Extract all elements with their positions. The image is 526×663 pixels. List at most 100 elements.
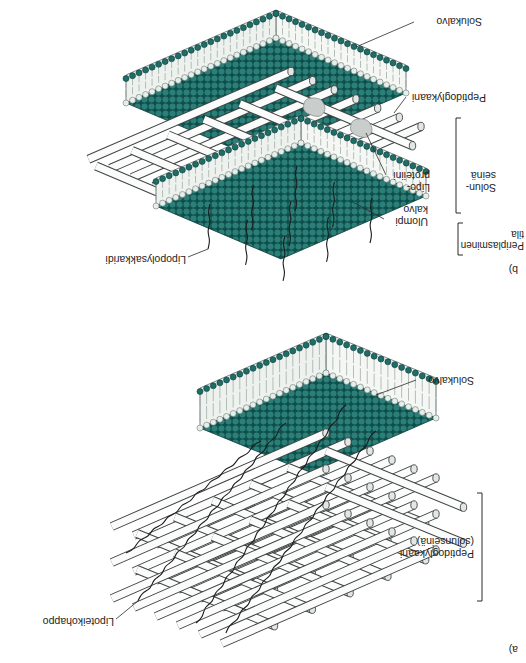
lipid-head <box>227 30 233 36</box>
lipid-head <box>234 27 240 33</box>
lipid-head <box>337 339 343 345</box>
rod-end <box>418 122 424 130</box>
lipid-head <box>311 146 317 152</box>
lipid-head <box>217 416 223 422</box>
lipid-tail <box>346 347 347 375</box>
lipoteichoic-acid <box>138 423 286 601</box>
lipid-tail <box>360 52 361 68</box>
lipid-tail <box>175 175 176 191</box>
lipid-head <box>377 79 383 85</box>
lipid-head <box>226 147 232 153</box>
lipid-tail <box>307 124 308 140</box>
lipid-head <box>186 189 192 195</box>
lipid-head <box>303 342 309 348</box>
lipid-head <box>206 180 212 186</box>
lipid-head <box>299 22 305 28</box>
rod-end <box>411 501 417 509</box>
lipid-tail <box>347 141 348 157</box>
lipid-head <box>273 11 279 17</box>
lipid-tail <box>360 353 361 381</box>
lipid-head <box>232 169 238 175</box>
lipid-tail <box>274 132 275 148</box>
lipid-tail <box>259 368 260 396</box>
lipid-head <box>298 140 304 146</box>
lipid-tail <box>241 147 242 163</box>
lipid-tail <box>326 339 327 367</box>
lipid-head <box>330 373 336 379</box>
lipid-tail <box>276 16 277 32</box>
lipid-head <box>166 197 172 203</box>
lipid-head <box>278 149 284 155</box>
part-label: Solukalvo <box>412 15 482 27</box>
lipid-head <box>265 154 271 160</box>
lipid-tail <box>401 370 402 398</box>
lipid-head <box>237 371 243 377</box>
lipid-head <box>280 38 286 44</box>
head-row <box>197 370 329 431</box>
lipid-head <box>377 173 383 179</box>
lipid-head <box>221 33 227 39</box>
lipid-tail <box>200 394 201 422</box>
lipid-tail <box>320 129 321 145</box>
lipid-head <box>378 356 384 362</box>
rod-end <box>374 104 380 112</box>
rod-end <box>389 528 395 536</box>
lipid-tail <box>248 144 249 160</box>
rod-end <box>353 95 359 103</box>
rod-end <box>389 492 395 500</box>
lipid-head <box>364 143 370 149</box>
lipid-head <box>212 177 218 183</box>
lipid-head <box>263 360 269 366</box>
leader-line <box>356 22 414 47</box>
part-label: Peptidoglykaani <box>396 91 486 103</box>
lipopolysaccharide <box>370 198 372 243</box>
lipid-tail <box>373 152 374 168</box>
lipid-tail <box>239 377 240 405</box>
lipid-head <box>272 127 278 133</box>
lipid-head <box>371 76 377 82</box>
lipid-tail <box>145 73 146 89</box>
lipid-head <box>280 13 286 19</box>
lipid-head <box>318 148 324 154</box>
lipid-head <box>195 69 201 75</box>
lipid-head <box>331 154 337 160</box>
lipid-head <box>323 370 329 376</box>
lipoprotein <box>304 98 325 116</box>
lipopolysaccharide <box>283 236 285 281</box>
lipid-head <box>399 401 405 407</box>
lipid-head <box>204 386 210 392</box>
lipid-tail <box>246 374 247 402</box>
rod-end <box>411 537 417 545</box>
lipid-tail <box>233 380 234 408</box>
lipid-head <box>385 359 391 365</box>
lipid-head <box>291 118 297 124</box>
lipid-head <box>258 157 264 163</box>
lipid-tail <box>132 78 133 94</box>
lipid-tail <box>156 184 157 200</box>
lipid-head <box>397 87 403 93</box>
lipid-tail <box>306 348 307 376</box>
lipid-tail <box>408 373 409 401</box>
lipid-tail <box>256 24 257 40</box>
lipid-tail <box>302 27 303 43</box>
lipid-head <box>384 176 390 182</box>
lipid-tail <box>208 161 209 177</box>
rod-end <box>345 510 351 518</box>
lipid-head <box>344 135 350 141</box>
lipid-head <box>377 149 383 155</box>
lipid-tail <box>139 75 140 91</box>
lipid-head <box>257 362 263 368</box>
lipid-head <box>390 155 396 161</box>
lipid-head <box>273 11 279 17</box>
lipid-tail <box>340 138 341 154</box>
lipid-head <box>237 408 243 414</box>
lipid-head <box>173 194 179 200</box>
lipid-head <box>384 57 390 63</box>
lipid-head <box>325 33 331 39</box>
lipid-head <box>286 41 292 47</box>
lipid-head <box>403 160 409 166</box>
lipid-tail <box>269 19 270 35</box>
lipid-head <box>260 16 266 22</box>
part-label: Solun- seinä <box>458 170 496 194</box>
lipid-head <box>312 27 318 33</box>
